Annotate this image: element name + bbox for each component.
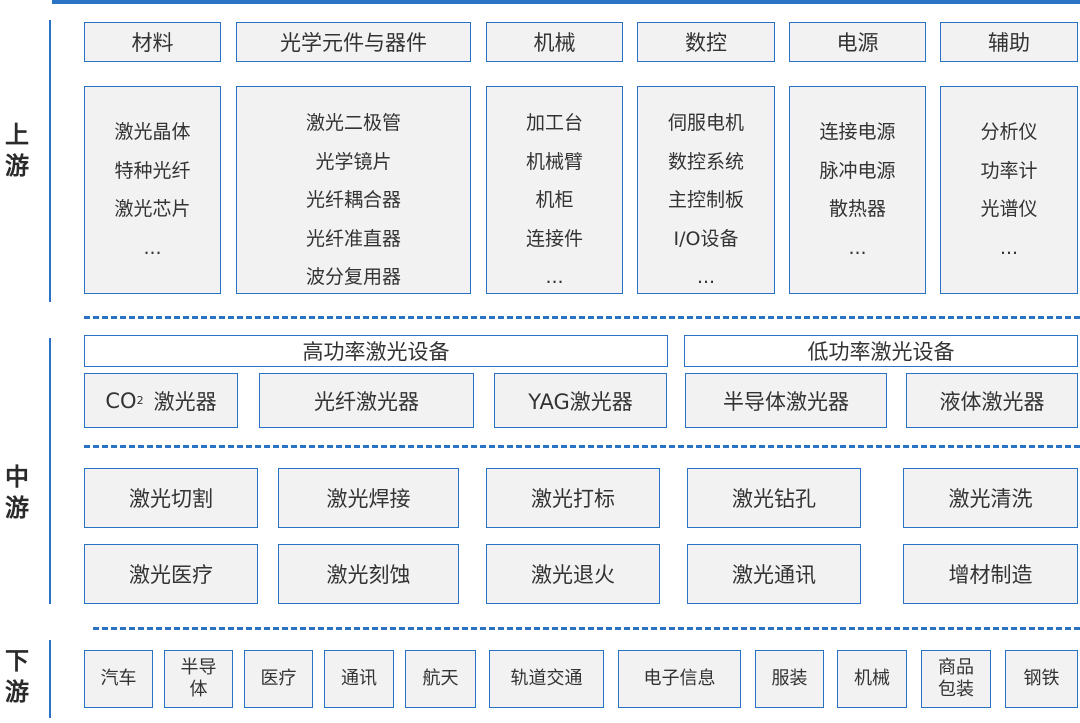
list-item: 光纤准直器 (305, 227, 401, 250)
co2-label: CO (105, 388, 137, 413)
downstream-communication: 通讯 (324, 650, 394, 708)
upstream-list-auxiliary: 分析仪 功率计 光谱仪 ... (940, 86, 1078, 294)
app-laser-communication: 激光通讯 (687, 544, 861, 604)
upstream-header-cnc: 数控 (637, 22, 775, 62)
section-char: 游 (5, 494, 29, 522)
section-char: 上 (5, 121, 29, 149)
upstream-list-power: 连接电源 脉冲电源 散热器 ... (789, 86, 926, 294)
downstream-automotive: 汽车 (84, 650, 153, 708)
list-item: 连接电源 (819, 121, 896, 143)
category-low-power-laser: 低功率激光设备 (684, 335, 1078, 367)
downstream-apparel: 服装 (755, 650, 824, 708)
list-item: I/O设备 (673, 227, 739, 250)
list-item: 特种光纤 (114, 159, 191, 182)
section-char: 游 (5, 152, 29, 180)
laser-liquid: 液体激光器 (906, 373, 1078, 428)
section-char: 下 (5, 647, 29, 675)
co2-suffix: 激光器 (153, 389, 217, 414)
list-item: ... (696, 266, 716, 288)
upstream-header-power: 电源 (789, 22, 926, 62)
item-label: 通讯 (341, 668, 377, 689)
app-laser-annealing: 激光退火 (486, 544, 660, 604)
list-item: 脉冲电源 (819, 159, 896, 182)
downstream-medical: 医疗 (244, 650, 313, 708)
app-laser-marking: 激光打标 (486, 468, 660, 528)
upstream-list-optics: 激光二极管 光学镜片 光纤耦合器 光纤准直器 波分复用器 (236, 86, 471, 294)
list-item: ... (143, 236, 162, 259)
list-item: 光学镜片 (315, 150, 392, 173)
list-item: 波分复用器 (305, 266, 401, 288)
list-item: 分析仪 (980, 121, 1038, 143)
laser-yag: YAG激光器 (494, 373, 667, 428)
item-label: 电子信息 (643, 668, 716, 689)
midstream-inner-divider (84, 445, 1080, 448)
list-item: 机柜 (535, 189, 574, 211)
downstream-machinery: 机械 (837, 650, 907, 708)
list-item: 伺服电机 (667, 112, 744, 134)
item-label: 汽车 (100, 668, 137, 689)
app-laser-cleaning: 激光清洗 (903, 468, 1078, 528)
co2-subscript: 2 (136, 394, 144, 407)
item-label: 半导 (180, 657, 217, 678)
top-rule (52, 0, 1080, 4)
item-label: 包装 (938, 679, 974, 700)
downstream-rail-transit: 轨道交通 (489, 650, 604, 708)
upstream-header-optics: 光学元件与器件 (236, 22, 471, 62)
downstream-aerospace: 航天 (405, 650, 476, 708)
item-label: 机械 (854, 668, 890, 689)
downstream-electronics: 电子信息 (618, 650, 741, 708)
app-laser-etching: 激光刻蚀 (278, 544, 459, 604)
item-label: 服装 (771, 668, 808, 689)
app-laser-welding: 激光焊接 (278, 468, 459, 528)
list-item: 光谱仪 (980, 198, 1038, 220)
list-item: ... (848, 236, 867, 259)
category-high-power-laser: 高功率激光设备 (84, 335, 668, 367)
upstream-list-mechanical: 加工台 机械臂 机柜 连接件 ... (486, 86, 623, 294)
item-label: 轨道交通 (510, 668, 583, 689)
app-laser-medical: 激光医疗 (84, 544, 258, 604)
downstream-steel: 钢铁 (1005, 650, 1078, 708)
section-label-upstream: 上 游 (0, 120, 34, 182)
laser-semiconductor: 半导体激光器 (685, 373, 887, 428)
app-laser-drilling: 激光钻孔 (687, 468, 861, 528)
list-item: 激光二极管 (305, 112, 401, 134)
upstream-header-auxiliary: 辅助 (940, 22, 1078, 62)
section-char: 中 (5, 463, 29, 491)
list-item: 加工台 (525, 112, 583, 134)
item-label: 钢铁 (1023, 668, 1060, 689)
item-label: 医疗 (260, 668, 297, 689)
midstream-divider (93, 627, 1080, 630)
item-label: 商品 (938, 657, 974, 678)
list-item: ... (545, 266, 564, 288)
list-item: 机械臂 (525, 150, 583, 173)
upstream-header-materials: 材料 (84, 22, 221, 62)
section-label-midstream: 中 游 (0, 462, 34, 524)
item-label: 航天 (422, 668, 459, 689)
list-item: 数控系统 (667, 150, 744, 173)
list-item: ... (999, 236, 1019, 259)
app-additive-manufacturing: 增材制造 (903, 544, 1078, 604)
upstream-vertical-rule (49, 20, 51, 302)
list-item: 光纤耦合器 (305, 189, 401, 211)
downstream-vertical-rule (49, 640, 51, 718)
item-label: 体 (189, 679, 208, 700)
laser-fiber: 光纤激光器 (259, 373, 474, 428)
section-label-downstream: 下 游 (0, 646, 34, 708)
upstream-list-cnc: 伺服电机 数控系统 主控制板 I/O设备 ... (637, 86, 775, 294)
list-item: 激光晶体 (114, 121, 191, 143)
list-item: 连接件 (525, 227, 583, 250)
list-item: 激光芯片 (114, 198, 191, 220)
app-laser-cutting: 激光切割 (84, 468, 258, 528)
midstream-vertical-rule (49, 338, 51, 604)
upstream-header-mechanical: 机械 (486, 22, 623, 62)
list-item: 功率计 (980, 159, 1038, 182)
upstream-list-materials: 激光晶体 特种光纤 激光芯片 ... (84, 86, 221, 294)
downstream-packaging: 商品 包装 (921, 650, 991, 708)
section-char: 游 (5, 678, 29, 706)
list-item: 散热器 (828, 198, 886, 220)
upstream-divider (84, 316, 1080, 319)
downstream-semiconductor: 半导 体 (164, 650, 233, 708)
list-item: 主控制板 (667, 189, 744, 211)
